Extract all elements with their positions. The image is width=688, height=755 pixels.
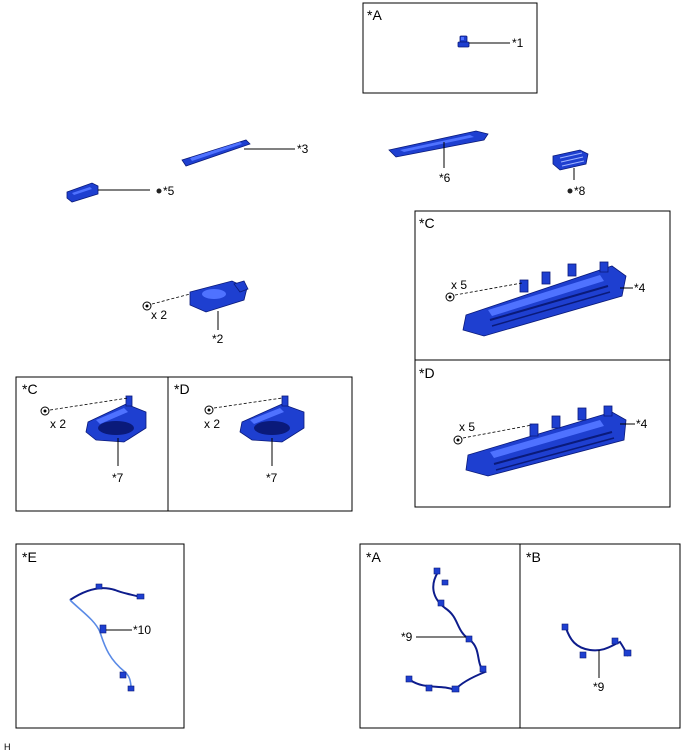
wire-harness-10	[69, 583, 145, 692]
frame-c-lower: *C x 2 *7	[15, 376, 169, 512]
clip-part-1	[457, 35, 470, 48]
callout-2: *2	[212, 332, 224, 346]
callout-8: *8	[574, 184, 586, 198]
strip-part-3: *3	[181, 139, 309, 167]
quantity-lower-d: x 2	[204, 417, 220, 431]
callout-9-a: *9	[401, 630, 413, 644]
clip-icon	[445, 292, 455, 302]
frame-b-harness: *B *9	[519, 543, 681, 729]
quantity-lower-c: x 2	[50, 417, 66, 431]
frame-label: *C	[419, 215, 435, 231]
clip-icon	[142, 301, 152, 311]
strip-part-6: *6	[388, 130, 489, 185]
callout-1: *1	[512, 36, 524, 50]
frame-label: *D	[174, 381, 190, 397]
lamp-part-7-d	[239, 395, 305, 443]
frame-d-lamp: *D x 5 *4	[414, 359, 671, 508]
frame-label: *A	[366, 549, 381, 565]
lamp-part-4-c	[462, 261, 627, 337]
clip-icon	[40, 406, 50, 416]
callout-4-d: *4	[636, 417, 648, 431]
callout-7-c: *7	[112, 471, 124, 485]
callout-4-c: *4	[634, 281, 646, 295]
callout-9-b: *9	[593, 680, 605, 694]
lamp-part-7-c	[85, 395, 147, 443]
callout-5: *5	[163, 184, 175, 198]
frame-e-harness: *E *10	[15, 543, 185, 729]
frame-label: *C	[22, 381, 38, 397]
frame-a-harness: *A *9	[359, 543, 521, 729]
block-part-5: *5	[66, 182, 175, 203]
frame-label: *D	[419, 365, 435, 381]
wire-harness-9-b	[561, 623, 632, 659]
callout-7-d: *7	[266, 471, 278, 485]
quantity-lamp-d: x 5	[459, 420, 475, 434]
callout-10: *10	[133, 623, 151, 637]
bracket-part-2: x 2 *2	[142, 280, 249, 346]
quantity-bracket: x 2	[151, 308, 167, 322]
frame-d-lower: *D x 2 *7	[167, 376, 353, 512]
callout-6: *6	[439, 171, 451, 185]
frame-label: *E	[22, 549, 37, 565]
frame-a-top: *A *1	[362, 2, 538, 94]
frame-label: *A	[367, 7, 382, 23]
clip-icon	[453, 435, 463, 445]
lamp-part-4-d	[465, 405, 627, 477]
clip-icon	[204, 405, 214, 415]
frame-label: *B	[526, 549, 541, 565]
callout-3: *3	[297, 142, 309, 156]
grille-part-8: *8	[552, 149, 589, 198]
wire-harness-9-a	[405, 567, 487, 693]
corner-code: H	[4, 742, 11, 752]
frame-c-lamp: *C x 5 *4	[414, 210, 671, 361]
quantity-lamp-c: x 5	[451, 278, 467, 292]
